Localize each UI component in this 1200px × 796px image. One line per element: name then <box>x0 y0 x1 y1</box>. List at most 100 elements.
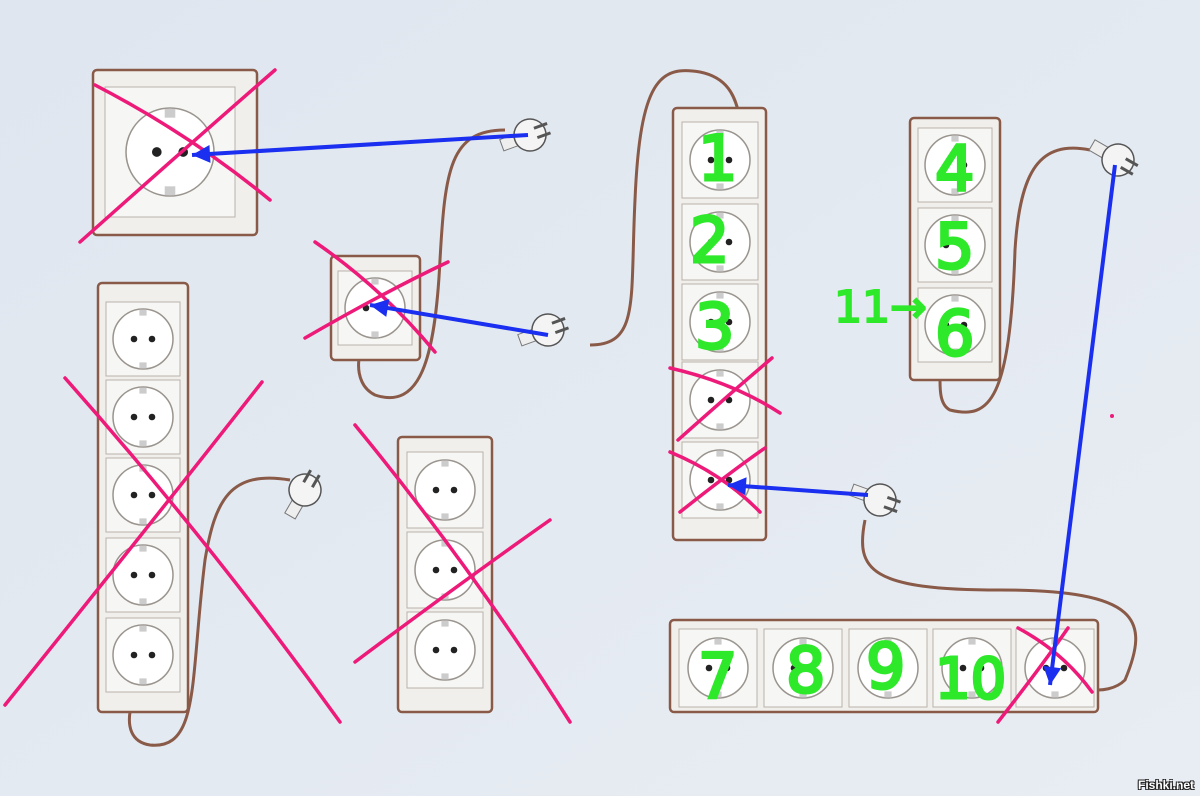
socket-hole <box>707 396 715 404</box>
socket-hole <box>790 664 798 672</box>
socket-hole <box>808 664 816 672</box>
ground-clip <box>139 362 147 369</box>
cross-mark <box>668 450 762 514</box>
socket <box>687 637 749 699</box>
socket <box>112 544 174 606</box>
socket-hole <box>960 241 968 249</box>
socket-hole <box>942 241 950 249</box>
socket <box>924 214 986 276</box>
power-strip-left-5 <box>96 281 190 714</box>
ground-clip <box>714 638 722 645</box>
ground-clip <box>139 678 147 685</box>
cross-mark <box>353 423 572 724</box>
socket-hole <box>148 571 156 579</box>
label-10: 10 <box>935 647 1006 712</box>
cords <box>127 69 1138 747</box>
ground-clip <box>371 278 379 285</box>
power-strip-right-3 <box>908 116 1002 382</box>
plug <box>1088 139 1139 177</box>
ground-clip <box>714 691 722 698</box>
label-1: 1 <box>698 122 737 195</box>
ground-clip <box>884 691 892 698</box>
socket-hole <box>130 651 138 659</box>
cross-mark <box>313 240 437 354</box>
label-3: 3 <box>695 290 734 363</box>
label-7: 7 <box>698 640 737 713</box>
ground-clip <box>139 387 147 394</box>
ground-clip <box>441 460 449 467</box>
socket-hole <box>130 413 138 421</box>
socket <box>857 637 919 699</box>
arrow <box>191 133 529 163</box>
arrow <box>369 299 549 337</box>
cross-mark <box>3 380 264 707</box>
cross-mark <box>678 446 767 514</box>
cross-mark <box>78 68 277 244</box>
arrow <box>1043 164 1117 686</box>
label-5: 5 <box>935 210 974 283</box>
ground-clip <box>164 108 176 118</box>
power-strip-center-5 <box>671 106 768 542</box>
ground-clip <box>951 135 959 142</box>
socket-hole <box>960 321 968 329</box>
ground-clip <box>716 292 724 299</box>
ground-clip <box>884 638 892 645</box>
ground-clip <box>139 625 147 632</box>
socket-hole <box>148 413 156 421</box>
stray-dot <box>1110 414 1114 418</box>
ground-clip <box>139 440 147 447</box>
ground-clip <box>139 309 147 316</box>
label-2: 2 <box>690 204 729 277</box>
socket-hole <box>959 664 967 672</box>
arrow <box>727 477 869 497</box>
socket-hole <box>960 161 968 169</box>
socket-hole <box>893 664 901 672</box>
socket <box>941 637 1003 699</box>
cord-wall-plug <box>357 128 506 400</box>
ground-clip <box>951 295 959 302</box>
socket <box>414 459 476 521</box>
ground-clip <box>441 673 449 680</box>
socket-hole <box>707 318 715 326</box>
socket-hole <box>148 651 156 659</box>
socket-hole <box>151 147 162 157</box>
power-strip-bottom-5 <box>668 618 1100 714</box>
socket-hole <box>725 318 733 326</box>
socket-hole <box>707 476 715 484</box>
socket-hole <box>707 156 715 164</box>
cross-mark <box>93 83 272 202</box>
ground-clip <box>951 188 959 195</box>
socket-hole <box>130 491 138 499</box>
label-6: 6 <box>935 297 974 370</box>
label-8: 8 <box>786 634 825 707</box>
cross-mark <box>676 356 774 442</box>
ground-clip <box>968 691 976 698</box>
power-strip-middle-3 <box>396 435 494 714</box>
ground-clip <box>441 540 449 547</box>
socket-hole <box>942 161 950 169</box>
socket-hole <box>450 566 458 574</box>
socket-hole <box>130 571 138 579</box>
label-9: 9 <box>866 630 905 703</box>
socket <box>414 619 476 681</box>
cord-left-strip <box>127 476 291 747</box>
socket-hole <box>148 335 156 343</box>
socket <box>689 129 751 191</box>
plug <box>284 469 322 520</box>
socket-hole <box>432 646 440 654</box>
ground-clip <box>716 265 724 272</box>
cross-mark <box>1016 626 1094 694</box>
socket <box>112 624 174 686</box>
socket-hole <box>875 664 883 672</box>
socket-hole <box>432 566 440 574</box>
ground-clip <box>716 345 724 352</box>
ground-clip <box>441 620 449 627</box>
ground-clip <box>716 423 724 430</box>
socket-hole <box>705 664 713 672</box>
ground-clip <box>716 183 724 190</box>
socket <box>689 291 751 353</box>
socket-hole <box>450 646 458 654</box>
ground-clip <box>716 450 724 457</box>
cross-mark <box>668 366 782 415</box>
socket-hole <box>942 321 950 329</box>
